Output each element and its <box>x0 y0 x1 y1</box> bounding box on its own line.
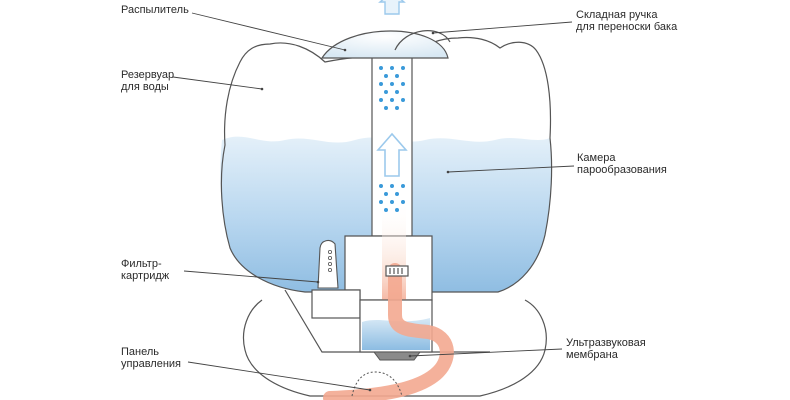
folding-handle <box>394 30 451 51</box>
label-control-panel: Панель управления <box>121 346 181 370</box>
sprayer-dome <box>320 30 449 59</box>
droplet <box>384 74 388 78</box>
label-folding-handle: Складная ручка для переноски бака <box>576 9 678 33</box>
droplet <box>390 66 394 70</box>
droplet <box>384 192 388 196</box>
droplet <box>395 74 399 78</box>
droplet <box>395 192 399 196</box>
droplet <box>384 106 388 110</box>
droplet <box>384 208 388 212</box>
droplet <box>390 98 394 102</box>
droplet <box>401 66 405 70</box>
leader-lines <box>172 12 575 392</box>
mist-up-arrow <box>376 132 408 177</box>
droplet <box>401 200 405 204</box>
leader-panel <box>187 361 371 391</box>
droplet <box>390 184 394 188</box>
base-inner-line <box>284 289 490 353</box>
mist-out-arrow <box>378 0 406 15</box>
droplet <box>401 82 405 86</box>
droplet <box>379 98 383 102</box>
droplet <box>379 184 383 188</box>
droplet <box>395 208 399 212</box>
droplet <box>401 184 405 188</box>
ultrasonic-membrane <box>373 351 421 361</box>
control-panel-outline <box>351 371 403 397</box>
leader-membrane <box>409 348 563 357</box>
leader-reservoir <box>172 76 263 90</box>
droplet <box>390 82 394 86</box>
water-tank-outline <box>220 36 553 293</box>
mist-droplets <box>379 66 405 212</box>
leader-chamber <box>447 165 575 173</box>
vent-slots <box>385 265 409 277</box>
leader-filter <box>183 270 319 283</box>
droplet <box>384 90 388 94</box>
droplet <box>379 82 383 86</box>
droplet <box>379 200 383 204</box>
filter-cartridge <box>317 239 339 289</box>
warm-flow-path <box>323 263 454 400</box>
leader-sprayer <box>191 12 346 51</box>
droplet <box>390 200 394 204</box>
filter-holder <box>311 289 361 319</box>
droplet <box>395 90 399 94</box>
label-ultrasonic-membrane: Ультразвуковая мембрана <box>566 337 646 361</box>
leader-handle <box>432 21 573 34</box>
label-filter-cartridge: Фильтр- картридж <box>121 258 170 282</box>
droplet <box>395 106 399 110</box>
label-water-reservoir: Резервуар для воды <box>121 69 175 93</box>
label-sprayer: Распылитель <box>121 4 189 16</box>
droplet <box>379 66 383 70</box>
droplet <box>401 98 405 102</box>
label-vapor-chamber: Камера парообразования <box>577 152 667 176</box>
